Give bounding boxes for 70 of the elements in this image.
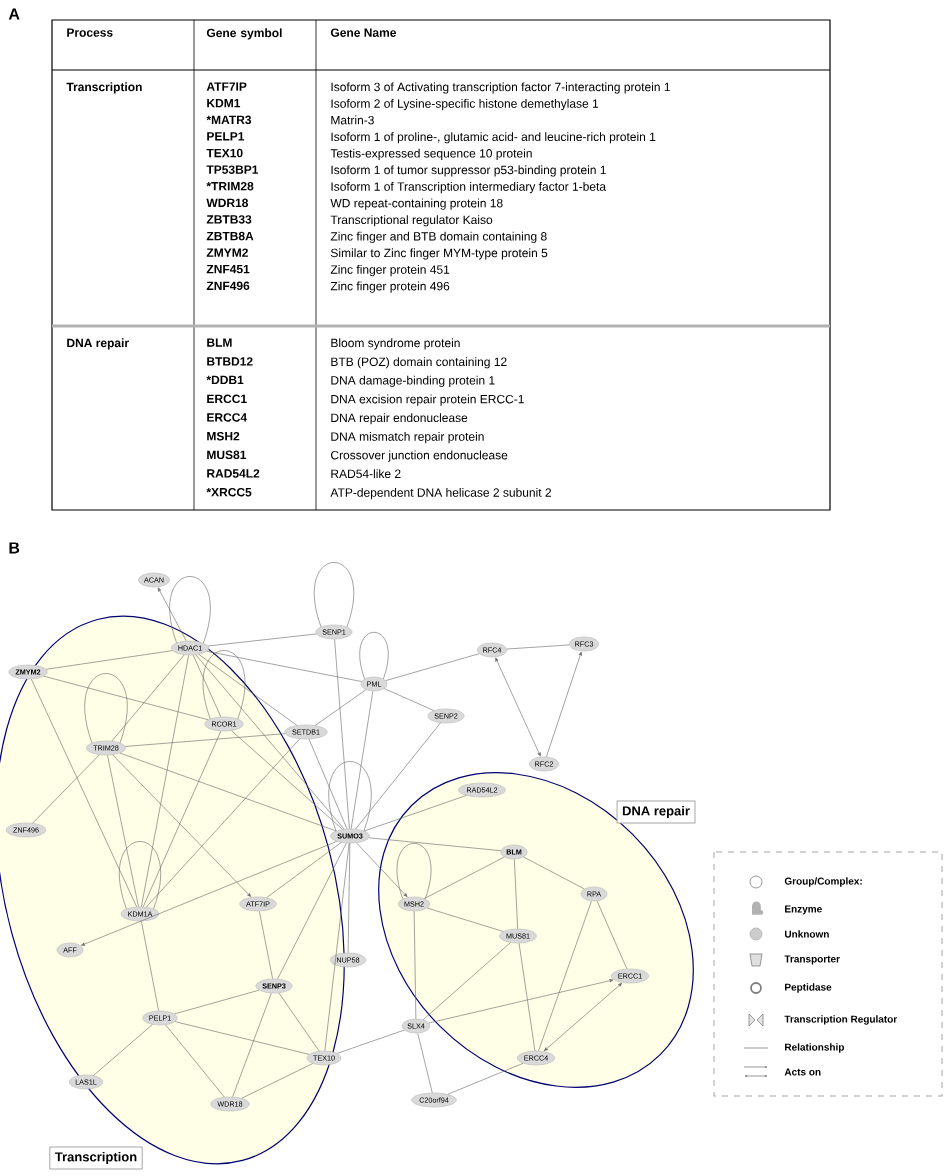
connector-line [93, 1024, 153, 1076]
connector-line [495, 657, 541, 757]
connector-line [259, 910, 273, 979]
connector-line [544, 982, 622, 1052]
connector-line [308, 738, 348, 830]
connector-line [43, 675, 209, 721]
connector-line [111, 654, 185, 742]
connector-line [426, 907, 504, 932]
connector-line [447, 1063, 524, 1095]
connector-line [174, 1021, 310, 1055]
connector-line [428, 979, 614, 1024]
connector-line [231, 730, 343, 830]
loop-line [202, 650, 246, 720]
connector-line [232, 992, 272, 1098]
connector-line [334, 639, 350, 829]
loop-line [119, 841, 161, 910]
connector-line [31, 678, 137, 908]
connector-line [417, 1032, 433, 1093]
connector-line [384, 688, 435, 711]
connector-line [141, 654, 189, 907]
connector-line [198, 654, 298, 726]
connector-line [165, 1024, 225, 1098]
connector-line [385, 653, 480, 681]
connector-line [422, 942, 511, 1020]
connector-line [141, 920, 159, 1011]
connector-line [368, 837, 502, 851]
connector-line [45, 650, 173, 670]
connector-line [32, 754, 100, 824]
loop-line [169, 576, 211, 644]
connector-line [324, 843, 350, 1051]
connector-line [315, 689, 367, 726]
loop-line [359, 632, 389, 680]
connector-line [192, 654, 222, 718]
connector-line [81, 841, 337, 946]
connector-line [241, 1063, 313, 1099]
connector-line [125, 733, 286, 747]
connector-line [146, 738, 300, 908]
connector-line [112, 754, 252, 897]
loop-line [313, 562, 355, 628]
connector-line [157, 587, 187, 642]
connector-line [174, 989, 260, 1015]
loop-line [328, 761, 372, 832]
connector-line [596, 900, 628, 970]
connector-line [518, 943, 536, 1051]
connector-line [195, 654, 345, 830]
connector-line [347, 843, 351, 953]
connector-line [206, 651, 362, 682]
connector-line [538, 900, 592, 1052]
connector-line [142, 730, 222, 908]
loop-line [84, 673, 128, 744]
connector-line [506, 644, 570, 650]
connector-line [278, 992, 320, 1052]
connector-line [356, 842, 408, 897]
connector-line [107, 754, 139, 907]
connector-line [337, 1029, 405, 1054]
connector-line [355, 722, 441, 830]
connector-line [413, 911, 417, 1019]
loop-line [396, 843, 432, 900]
connector-line [207, 633, 317, 647]
panel-letter: A [8, 8, 20, 20]
connector-line [266, 842, 342, 898]
connector-line [119, 752, 337, 832]
connector-line [350, 690, 374, 829]
connector-line [546, 651, 582, 758]
connector-line [364, 795, 467, 832]
connector-line [277, 842, 347, 980]
connector-line [523, 856, 585, 890]
connector-line [514, 859, 518, 929]
connector-line [424, 856, 505, 899]
panel-letter: B [9, 542, 20, 554]
